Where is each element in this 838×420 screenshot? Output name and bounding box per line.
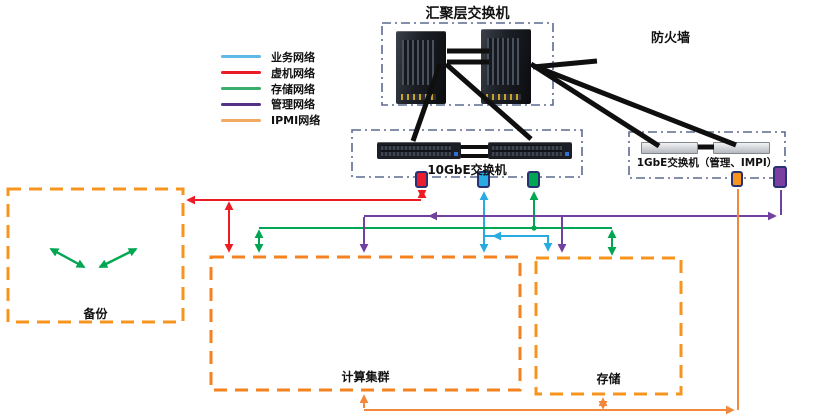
trunk-links [410,48,737,150]
mgmt-line-swatch [221,102,261,106]
storage-group-box [534,256,683,396]
legend-item-storage: 存储网络 [221,81,320,97]
legend-label: 存储网络 [271,82,315,96]
firewall-label: 防火墙 [651,31,691,46]
port-ipmi-network [731,171,743,187]
storage-line-swatch [221,86,261,90]
storage-network-junction [531,225,537,231]
port-storage-network [527,171,540,188]
legend-label: 业务网络 [271,50,315,64]
switch-1gbe-label: 1GbE交换机（管理、IMPI） [636,157,778,169]
ipmi-network-links [359,189,739,415]
aggregation-switch-label: 汇聚层交换机 [425,6,510,22]
legend-item-vm: 虚机网络 [221,65,320,81]
backup-sync-links [49,247,138,269]
aggregation-switch-2-icon [481,29,531,104]
business-line-swatch [221,55,261,59]
switch-10gbe-2-icon [488,142,572,159]
ipmi-line-swatch [221,118,261,122]
vm-line-swatch [221,71,261,75]
port-mgmt-network [773,166,787,188]
legend-label: IPMI网络 [271,114,321,128]
legend-item-mgmt: 管理网络 [221,96,320,112]
port-business-network [477,171,490,188]
port-vm-network [415,171,428,188]
backup-group-box [6,187,185,324]
network-legend: 业务网络 虚机网络 存储网络 管理网络 IPMI网络 [221,49,320,128]
trunk-links-10g [461,145,488,158]
vm-network-links [186,189,427,253]
legend-label: 管理网络 [271,98,315,112]
mgmt-network-links [359,190,782,253]
switch-10gbe-1-icon [377,142,461,159]
compute-group-box [209,255,522,392]
storage-group-label: 存储 [596,372,621,386]
legend-item-ipmi: IPMI网络 [221,112,320,128]
legend-label: 虚机网络 [271,66,315,80]
legend-item-business: 业务网络 [221,49,320,65]
compute-group-label: 计算集群 [341,370,390,384]
backup-group-label: 备份 [83,307,108,321]
storage-network-links [254,191,617,256]
switch-10gbe-box [351,129,583,178]
business-network-links [479,191,553,253]
switch-10gbe-label: 10GbE交换机 [427,163,507,177]
